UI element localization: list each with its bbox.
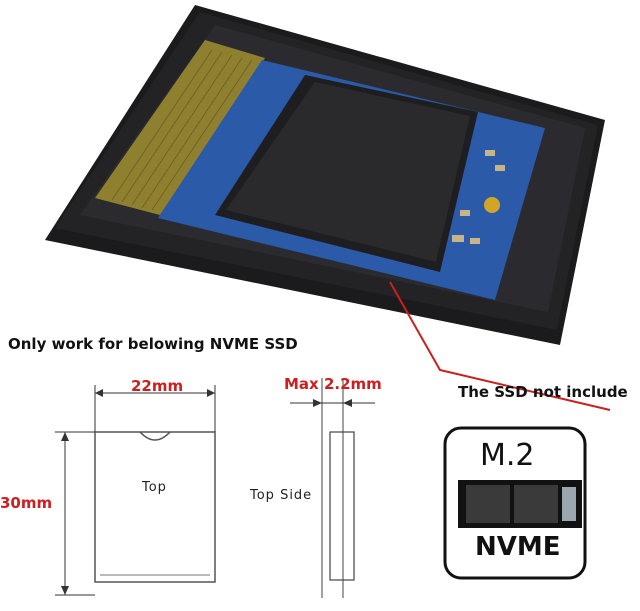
height-dimension-label: 30mm [0, 494, 53, 512]
width-dimension-label: 22mm [131, 377, 184, 395]
card-top-label: Top [142, 480, 167, 495]
thickness-dimension-label: Max 2.2mm [284, 375, 382, 393]
not-included-caption: The SSD not include [458, 383, 628, 401]
compatibility-caption: Only work for belowing NVME SSD [8, 335, 298, 353]
card-outline-side [329, 431, 355, 581]
badge-m2-text: M.2 [480, 438, 535, 473]
badge-nvme-text: NVME [475, 532, 561, 562]
gold-pins [111, 49, 253, 211]
mount-screw-hole [484, 197, 500, 213]
gold-connector [95, 40, 265, 215]
smd-components [452, 150, 505, 244]
pointer-line [389, 281, 611, 411]
card-outline-front [94, 431, 216, 583]
nand-chip-shade [226, 82, 470, 262]
card-notch [139, 431, 171, 441]
card-top-side-label: Top Side [250, 488, 313, 503]
